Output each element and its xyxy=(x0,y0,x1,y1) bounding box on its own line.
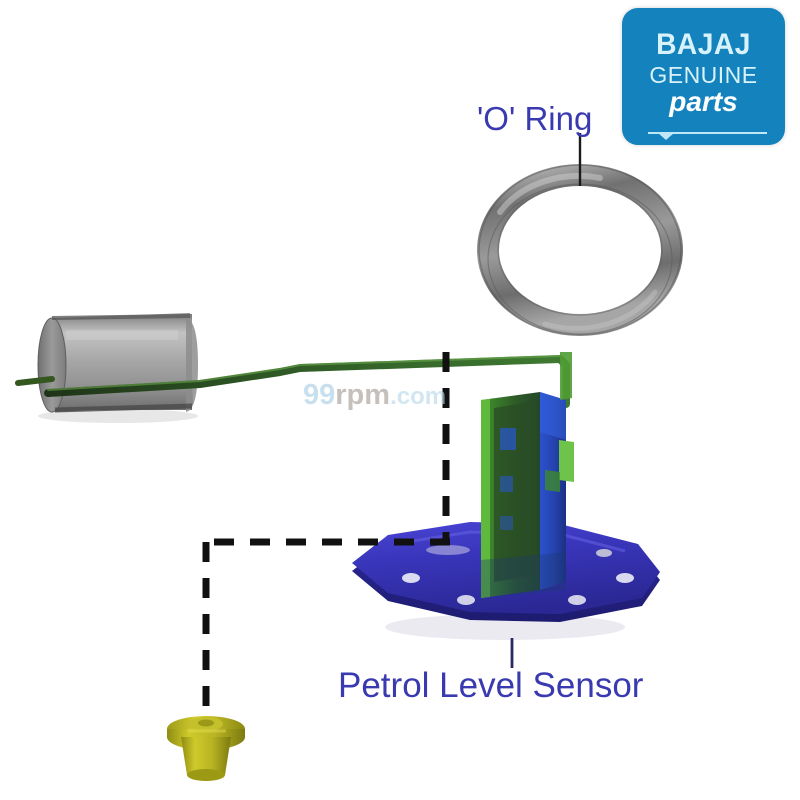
leader-lines xyxy=(202,133,582,716)
watermark-part-3: .com xyxy=(390,383,447,410)
o-ring-part xyxy=(477,164,683,336)
bajaj-genuine-parts-logo: BAJAJ GENUINE parts xyxy=(622,8,785,145)
logo-brand-name: BAJAJ xyxy=(656,28,751,61)
logo-parts-text: parts xyxy=(669,86,738,117)
drain-bolt-part xyxy=(167,716,245,781)
watermark-part-2: rpm xyxy=(335,379,391,411)
logo-underline-rule xyxy=(648,132,767,134)
logo-chevron-icon xyxy=(658,133,674,140)
site-watermark: 99rpm.com xyxy=(303,379,446,412)
label-o-ring: 'O' Ring xyxy=(477,100,593,137)
logo-genuine-text: GENUINE xyxy=(649,62,758,88)
watermark-part-1: 99 xyxy=(303,379,336,411)
petrol-level-sensor-part xyxy=(352,352,660,640)
logo-text-block: BAJAJ GENUINE parts xyxy=(622,30,785,116)
label-petrol-level-sensor: Petrol Level Sensor xyxy=(338,666,644,705)
float-part xyxy=(15,313,198,423)
